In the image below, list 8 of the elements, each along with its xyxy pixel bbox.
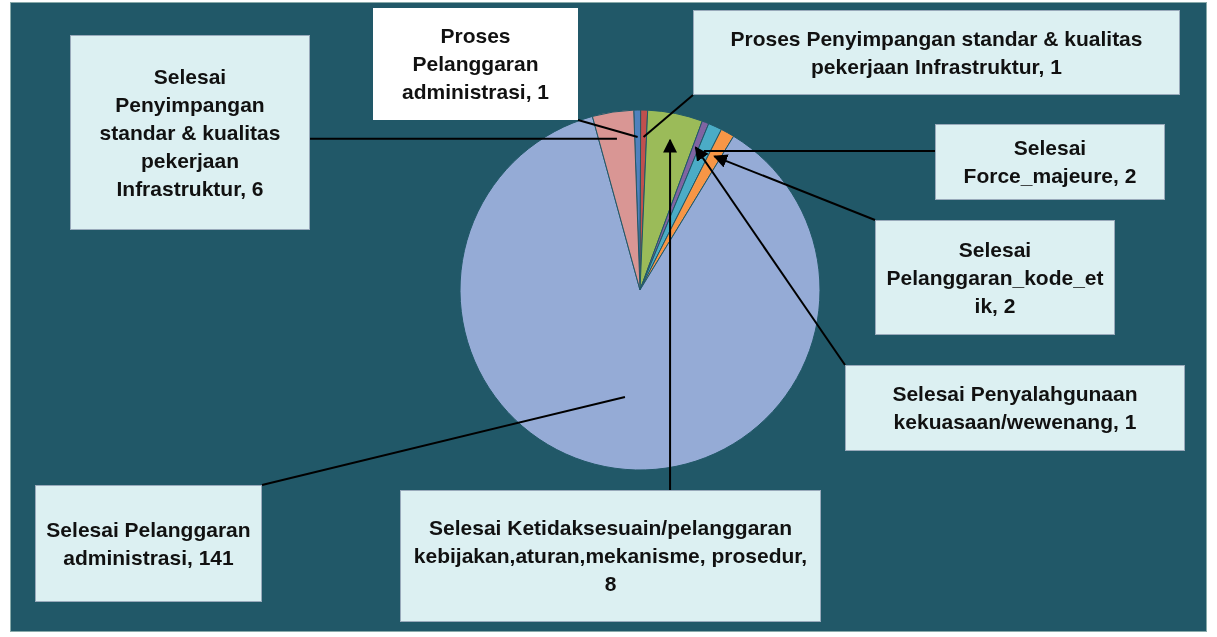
data-label: Selesai Penyalahgunaan kekuasaan/wewenang, 1 [845,365,1185,451]
data-label: Proses Pelanggaran administrasi, 1 [373,8,578,120]
data-label: Selesai Penyimpangan standar & kualitas pekerjaan Infrastruktur, 6 [70,35,310,230]
data-label: Selesai Pelanggaran administrasi, 141 [35,485,262,602]
data-label: Proses Penyimpangan standar & kualitas pekerjaan Infrastruktur, 1 [693,10,1180,95]
data-label: Selesai Ketidaksesuain/pelanggaran kebijakan,aturan,mekanisme, prosedur, 8 [400,490,821,622]
data-label: Selesai Pelanggaran_kode_etik, 2 [875,220,1115,335]
data-label: Selesai Force_majeure, 2 [935,124,1165,200]
